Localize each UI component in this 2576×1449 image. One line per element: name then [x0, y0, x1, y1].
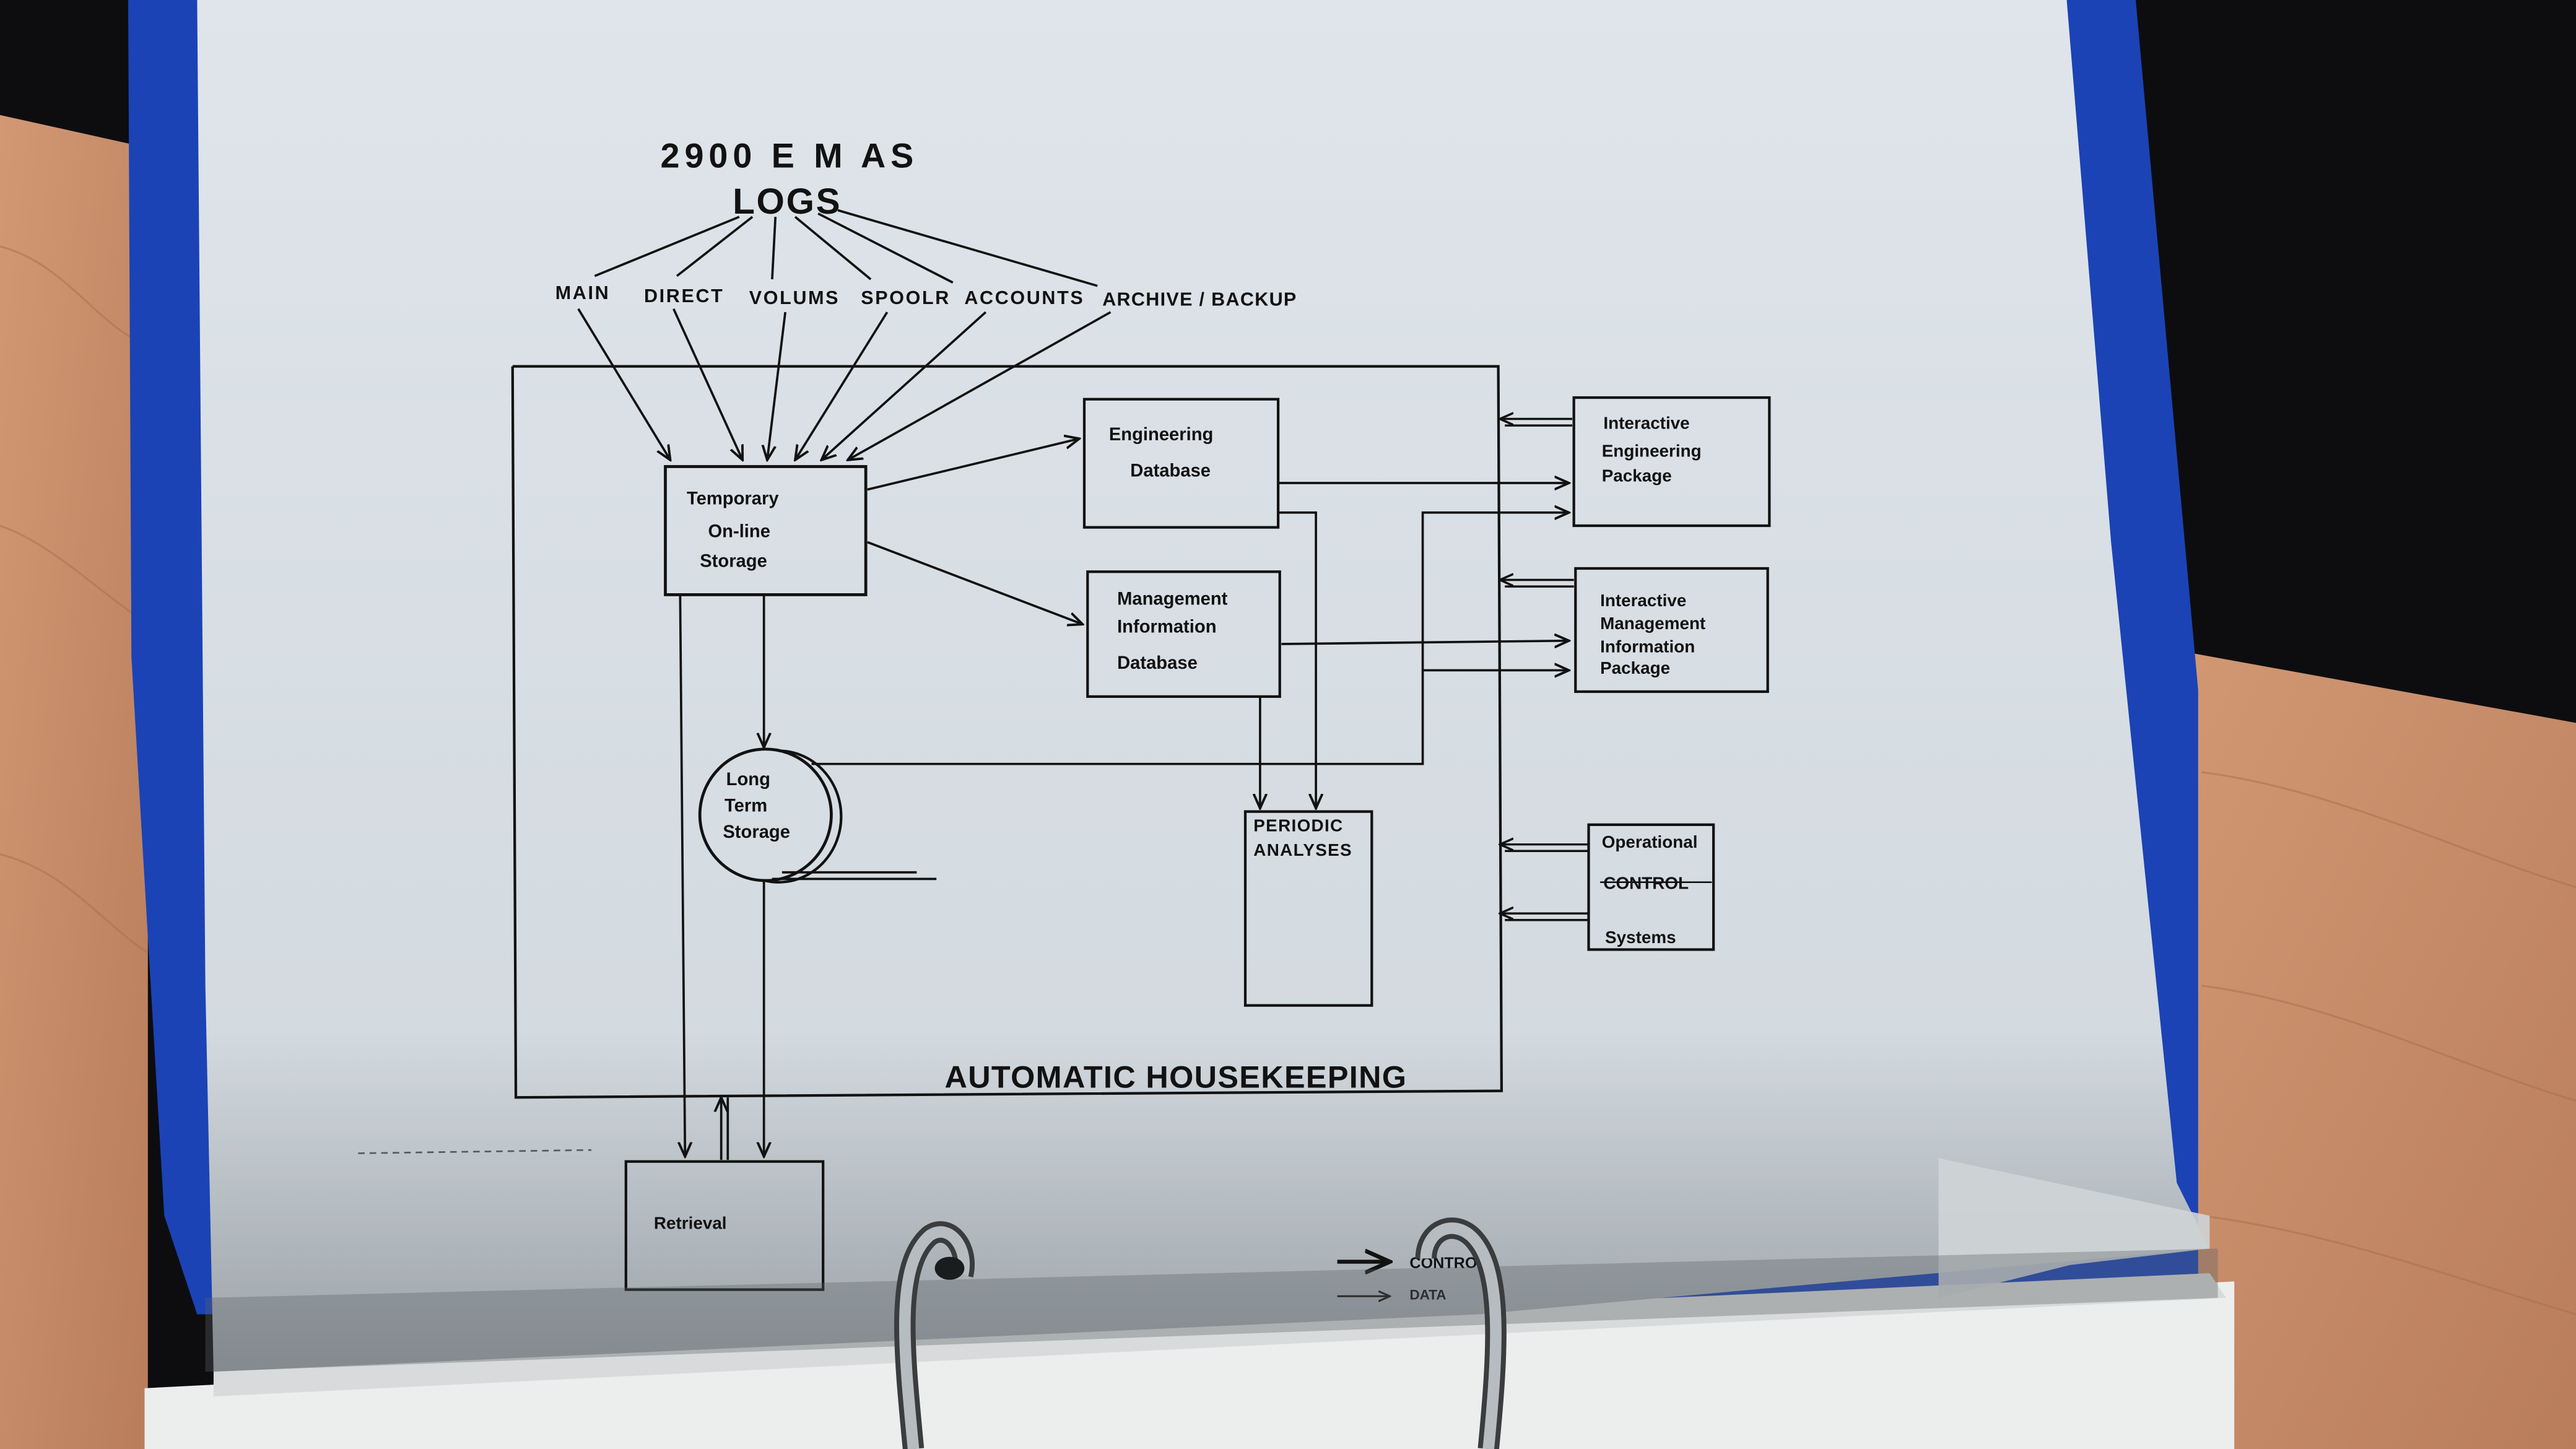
retrieval-label: Retrieval — [654, 1213, 727, 1232]
int-mgmt-label-1: Interactive — [1600, 591, 1686, 610]
operational-control-box — [1587, 823, 1715, 951]
binder-pages — [144, 1281, 2235, 1449]
temporary-label-3: Storage — [700, 551, 767, 571]
logs-heading: LOGS — [733, 181, 842, 222]
binder-ring-right — [1415, 1217, 1507, 1449]
legend-data-label: DATA — [1409, 1287, 1446, 1303]
paper-sheet — [197, 0, 2210, 1372]
log-accounts: ACCOUNTS — [964, 287, 1084, 308]
int-mgmt-label-3: Information — [1600, 637, 1695, 656]
operational-label-1: Operational — [1602, 832, 1698, 851]
temporary-label-2: On-line — [708, 522, 770, 542]
management-db-label-3: Database — [1117, 653, 1198, 673]
int-eng-label-3: Package — [1602, 466, 1672, 485]
management-database-box — [1086, 570, 1281, 698]
system-diagram: 2900 E M AS LOGS MAIN DIRECT VOLUMS SPOO… — [358, 137, 1771, 1303]
long-term-storage-disk — [698, 747, 937, 884]
engineering-db-label-1: Engineering — [1109, 425, 1214, 445]
management-db-label-1: Management — [1117, 589, 1228, 609]
interactive-management-box — [1574, 567, 1769, 694]
periodic-analyses-box — [1243, 810, 1373, 1007]
management-db-label-2: Information — [1117, 617, 1216, 637]
interactive-engineering-box — [1572, 396, 1771, 528]
int-mgmt-label-2: Management — [1600, 614, 1705, 633]
page-curl — [1938, 1158, 2210, 1298]
engineering-database-box — [1082, 398, 1280, 529]
diagram-title: 2900 E M AS — [661, 137, 919, 175]
log-spoolr: SPOOLR — [861, 287, 951, 308]
retrieval-box — [624, 1160, 825, 1291]
log-main: MAIN — [555, 282, 611, 303]
log-direct: DIRECT — [644, 285, 724, 307]
int-eng-label-1: Interactive — [1603, 413, 1689, 432]
engineering-db-label-2: Database — [1130, 461, 1211, 481]
periodic-label-1: PERIODIC — [1253, 816, 1343, 835]
automatic-housekeeping-label: AUTOMATIC HOUSEKEEPING — [945, 1059, 1408, 1094]
long-term-label-2: Term — [724, 796, 767, 816]
temporary-label-1: Temporary — [687, 489, 779, 508]
operational-label-3: Systems — [1605, 928, 1676, 947]
log-archive-backup: ARCHIVE / BACKUP — [1102, 289, 1297, 310]
temporary-online-storage-box — [664, 465, 868, 596]
control-arrows — [1500, 419, 1589, 921]
long-term-label-1: Long — [726, 770, 770, 790]
long-term-label-3: Storage — [723, 822, 790, 842]
int-eng-label-2: Engineering — [1602, 442, 1702, 461]
periodic-label-2: ANALYSES — [1253, 840, 1352, 859]
log-volums: VOLUMS — [749, 287, 840, 308]
int-mgmt-label-4: Package — [1600, 658, 1670, 677]
binder-ring-left — [894, 1221, 975, 1449]
